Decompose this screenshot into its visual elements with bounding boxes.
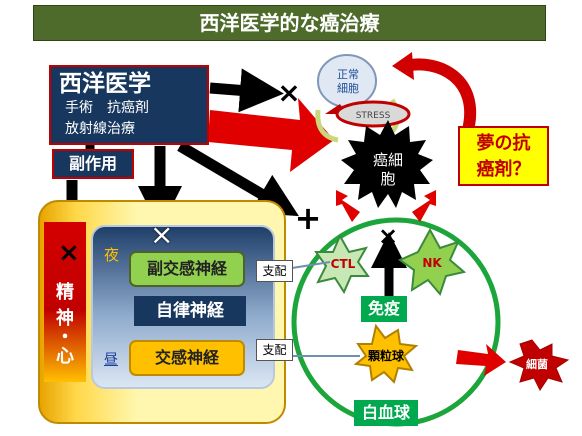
- page-title: 西洋医学的な癌治療: [33, 5, 546, 41]
- western-medicine-box: 西洋医学 手術 抗癌剤 放射線治療: [49, 65, 209, 145]
- granulocyte-label: 顆粒球: [368, 348, 405, 363]
- normal-cell: [317, 54, 377, 108]
- white-blood-cell-circle: [291, 217, 501, 427]
- dream-anticancer-drug-box: 夢の抗 癌剤？: [458, 126, 549, 186]
- spirit-char-3: ・: [56, 327, 74, 348]
- spirit-mind-bar: 精 神 ・ 心: [44, 222, 86, 382]
- nk-label: NK: [422, 256, 442, 270]
- bacteria-label: 細菌: [526, 357, 548, 371]
- parasympathetic-box: 副交感神経: [129, 251, 245, 287]
- cross-mark-spirit: ×: [58, 238, 80, 268]
- dream-drug-line-2: 癌剤？: [476, 159, 531, 180]
- ctl-attack-arrow: [336, 190, 360, 222]
- spirit-char-4: 心: [56, 346, 74, 367]
- stress-text: STRESS: [356, 111, 391, 121]
- red-curved-arrow: [402, 58, 476, 132]
- western-medicine-line-1: 手術 抗癌剤: [65, 100, 149, 116]
- autonomic-nerve-label: 自律神経: [134, 296, 246, 326]
- stress-cycle-arrow-left: [315, 109, 339, 143]
- side-effect-label: 副作用: [52, 149, 134, 179]
- western-medicine-heading: 西洋医学: [59, 71, 151, 97]
- stress-ellipse: [335, 100, 411, 128]
- cross-mark-immune: ×: [378, 222, 398, 250]
- normal-cell-label-2: 細胞: [337, 82, 359, 95]
- spirit-char-2: 神: [56, 308, 74, 329]
- western-medicine-line-2: 放射線治療: [65, 121, 135, 137]
- ctl-cell: [314, 233, 370, 295]
- granulocyte-cell: [353, 323, 419, 384]
- plus-mark-cancer: +: [295, 199, 322, 237]
- nk-attack-arrow: [412, 190, 436, 222]
- control-line-ctl: [291, 261, 331, 269]
- cancer-cell-label-2: 胞: [380, 170, 395, 188]
- control-label-sympathetic: 支配: [256, 339, 293, 361]
- control-label-parasympathetic: 支配: [256, 260, 293, 282]
- cross-mark-normal-cell: ×: [277, 76, 300, 109]
- dream-drug-line-1: 夢の抗: [476, 133, 531, 154]
- white-blood-cell-label: 白血球: [354, 400, 418, 426]
- red-arrow-to-cancer: [208, 98, 334, 172]
- arrow-to-bacteria: [456, 344, 506, 376]
- nk-cell: [397, 227, 467, 296]
- arrow-to-normal-cell: [209, 68, 284, 113]
- immunity-label: 免疫: [361, 296, 407, 322]
- cross-mark-autonomic: ×: [150, 218, 174, 251]
- cancer-cell-label-1: 癌細: [373, 151, 403, 169]
- sympathetic-box: 交感神経: [129, 340, 245, 376]
- normal-cell-label-1: 正常: [337, 68, 359, 81]
- ctl-label: CTL: [331, 257, 356, 271]
- spirit-char-1: 精: [56, 282, 74, 303]
- day-label: 昼: [104, 352, 118, 368]
- night-label: 夜: [104, 246, 120, 264]
- arrow-to-immune: [177, 141, 299, 217]
- bacteria-cell: [508, 339, 570, 391]
- cancer-cell: [341, 120, 433, 208]
- red-curved-arrowhead: [392, 52, 414, 80]
